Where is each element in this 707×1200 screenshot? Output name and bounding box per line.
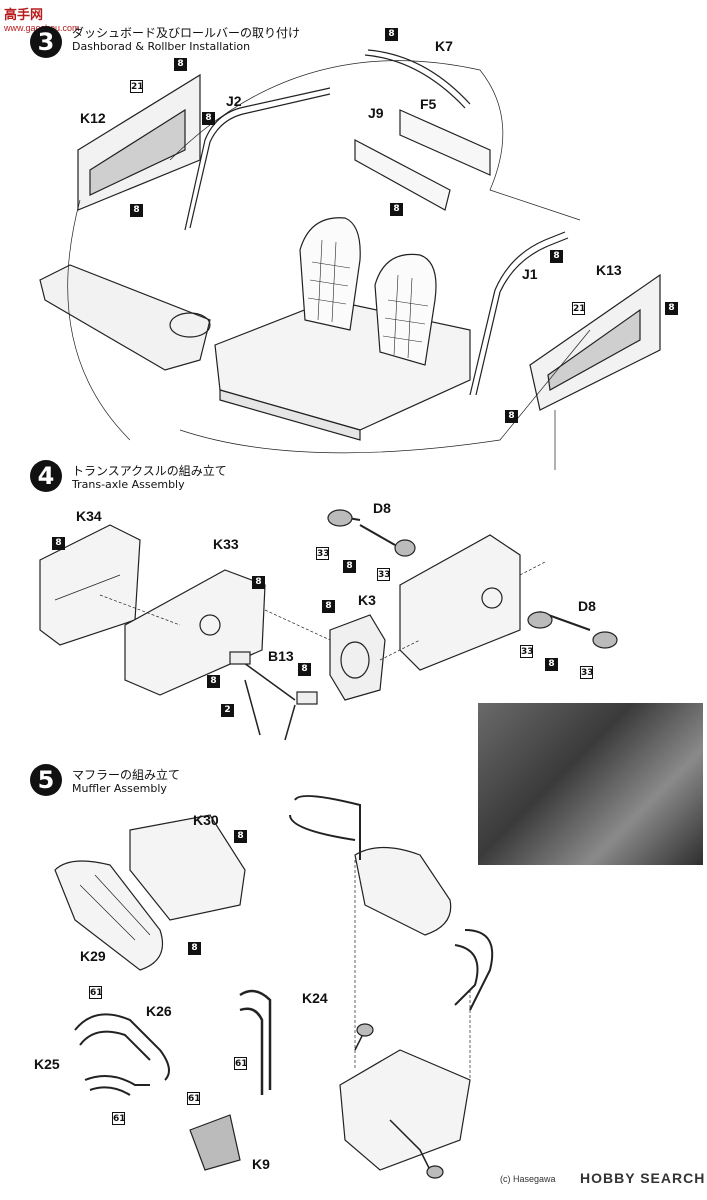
color-badge-33: 33 [580,666,594,679]
part-label-k29: K29 [80,948,106,964]
part-label-k13: K13 [596,262,622,278]
color-badge-61: 61 [187,1092,201,1105]
step-4-number: 4 [30,460,62,492]
part-label-k24: K24 [302,990,328,1006]
color-badge-8: 8 [207,675,220,688]
color-badge-33: 33 [377,568,391,581]
color-badge-61: 61 [234,1057,248,1070]
color-badge-8: 8 [234,830,247,843]
footer-brand: HOBBY SEARCH [580,1170,706,1186]
part-label-j9: J9 [368,105,384,121]
step-5-title-jp: マフラーの組み立て [72,768,181,782]
step-3-title-jp: ダッシュボード及びロールバーの取り付け [72,26,301,40]
step-4-title-en: Trans-axle Assembly [72,478,185,491]
part-label-d8-upper: D8 [373,500,391,516]
color-badge-8: 8 [322,600,335,613]
part-label-j1: J1 [522,266,538,282]
color-badge-8: 8 [174,58,187,71]
color-badge-21: 21 [572,302,586,315]
color-badge-8: 8 [52,537,65,550]
step-4-title-jp: トランスアクスルの組み立て [72,464,227,478]
part-label-k3: K3 [358,592,376,608]
step-3-number: 3 [30,26,62,58]
step-3-chassis-drawing [39,49,661,470]
step-5-muffler-drawing [54,795,494,1179]
color-badge-8: 8 [130,204,143,217]
color-badge-61: 61 [89,986,103,999]
color-badge-8: 8 [343,560,356,573]
color-badge-21: 21 [130,80,144,93]
reference-photo [478,703,703,865]
part-label-k34: K34 [76,508,102,524]
footer-copyright: (c) Hasegawa [500,1174,556,1184]
part-label-f5: F5 [420,96,437,112]
part-label-k12: K12 [80,110,106,126]
color-badge-8: 8 [188,942,201,955]
color-badge-8: 8 [298,663,311,676]
color-badge-8: 8 [505,410,518,423]
part-label-k26: K26 [146,1003,172,1019]
step-5-title-en: Muffler Assembly [72,782,167,795]
color-badge-33: 33 [316,547,330,560]
color-badge-2: 2 [221,704,234,717]
part-label-k33: K33 [213,536,239,552]
color-badge-8: 8 [390,203,403,216]
step-5-number: 5 [30,764,62,796]
color-badge-61: 61 [112,1112,126,1125]
color-badge-8: 8 [252,576,265,589]
color-badge-8: 8 [385,28,398,41]
part-label-k7: K7 [435,38,453,54]
watermark-brand: 高手网 [4,7,44,22]
part-label-j2: J2 [226,93,242,109]
color-badge-8: 8 [202,112,215,125]
color-badge-33: 33 [520,645,534,658]
part-label-b13: B13 [268,648,294,664]
part-label-d8-lower: D8 [578,598,596,614]
part-label-k30: K30 [193,812,219,828]
part-label-k25: K25 [34,1056,60,1072]
color-badge-8: 8 [665,302,678,315]
step-4-transaxle-drawing [39,509,618,741]
color-badge-8: 8 [550,250,563,263]
color-badge-8: 8 [545,658,558,671]
part-label-k9: K9 [252,1156,270,1172]
step-3-title-en: Dashborad & Rollber Installation [72,40,251,53]
